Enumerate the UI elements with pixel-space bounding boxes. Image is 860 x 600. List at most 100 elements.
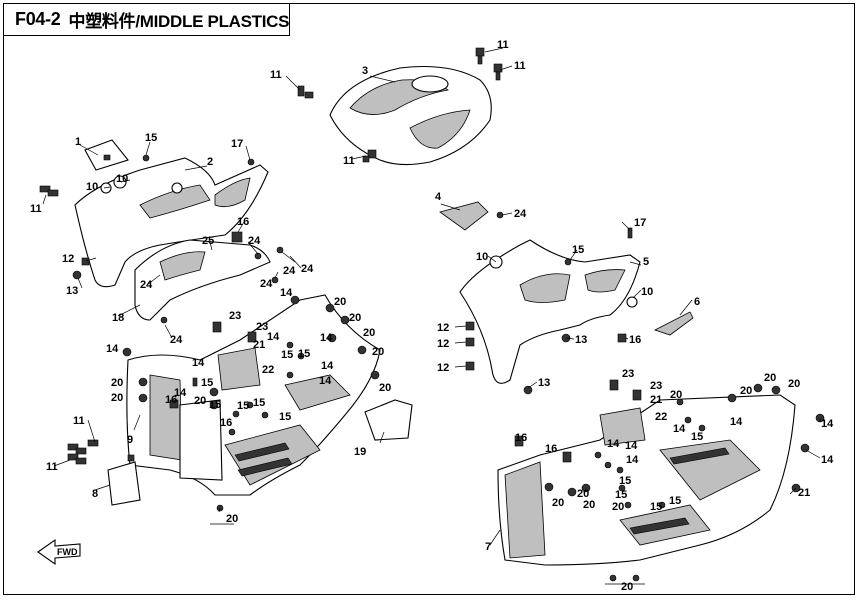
callout-11-left-b: 11 [73, 415, 85, 427]
callout-23-c: 23 [622, 368, 634, 380]
callout-15-n: 15 [669, 495, 681, 507]
callout-20-k: 20 [740, 385, 752, 397]
callout-20-j: 20 [670, 389, 682, 401]
callout-14-l: 14 [821, 454, 834, 466]
callout-20-f: 20 [111, 377, 123, 389]
part-7-right-footwell [497, 394, 796, 566]
callout-15-e: 15 [201, 377, 213, 389]
callout-20-h: 20 [194, 395, 206, 407]
callout-24-g: 24 [514, 208, 527, 220]
callout-14-i: 14 [730, 416, 743, 428]
callout-15-m: 15 [650, 501, 662, 513]
callout-3: 3 [362, 65, 368, 77]
callout-12-b: 12 [437, 322, 449, 334]
callout-14-o: 14 [626, 454, 639, 466]
callout-11-top-d: 11 [343, 155, 355, 167]
callout-24-b: 24 [301, 263, 314, 275]
callout-10-c: 10 [476, 251, 488, 263]
callout-8: 8 [92, 488, 98, 500]
callout-12-d: 12 [437, 362, 449, 374]
callout-20-d: 20 [372, 346, 384, 358]
part-2-left-side-panel [74, 157, 269, 288]
callout-11-top-b: 11 [514, 60, 526, 72]
callout-22-b: 22 [655, 411, 667, 423]
callout-12-c: 12 [437, 338, 449, 350]
callout-15-l: 15 [615, 489, 627, 501]
leader-lines [42, 47, 821, 585]
callout-24-e: 24 [140, 279, 153, 291]
part-22-footrest-right [599, 407, 646, 446]
part-9-left-footwell [126, 294, 381, 496]
callout-9: 9 [127, 434, 133, 446]
callout-6: 6 [694, 296, 700, 308]
callout-10-a: 10 [86, 181, 98, 193]
figure-code: F04-2 [15, 8, 61, 29]
callout-labels: 3 11 11 11 11 1 15 17 2 10 10 11 16 25 2… [30, 39, 834, 593]
callout-13-b: 13 [575, 334, 587, 346]
callout-18: 18 [112, 312, 124, 324]
callout-14-a: 14 [280, 287, 293, 299]
part-1-bracket [84, 139, 129, 171]
callout-22-a: 22 [262, 364, 274, 376]
callout-16-d: 16 [220, 417, 232, 429]
fwd-label: FWD [57, 547, 78, 557]
callout-15-j: 15 [691, 431, 703, 443]
callout-5: 5 [643, 256, 649, 268]
callout-16-a: 16 [237, 216, 249, 228]
callout-20-b: 20 [349, 312, 361, 324]
callout-23-d: 23 [650, 380, 662, 392]
callout-16-b: 16 [629, 334, 641, 346]
callout-21-a: 21 [253, 339, 265, 351]
callout-15-c: 15 [281, 349, 293, 361]
callout-23-b: 23 [256, 321, 268, 333]
callout-15-b: 15 [572, 244, 584, 256]
callout-11-left-c: 11 [46, 461, 58, 473]
callout-15-d: 15 [298, 348, 310, 360]
callout-20-e: 20 [379, 382, 391, 394]
drawing-frame [3, 3, 855, 595]
callout-15-f: 15 [209, 399, 221, 411]
callout-20-m: 20 [788, 378, 800, 390]
callout-14-j: 14 [673, 423, 686, 435]
callout-14-k: 14 [821, 418, 834, 430]
title-block: F04-2 中塑料件/MIDDLE PLASTICS [3, 3, 290, 36]
callout-10-d: 10 [641, 286, 653, 298]
callout-14-g: 14 [192, 357, 205, 369]
callout-13-c: 13 [538, 377, 550, 389]
callout-20-c: 20 [363, 327, 375, 339]
callout-21-b: 21 [650, 394, 662, 406]
callout-4: 4 [435, 191, 442, 203]
callout-15-a: 15 [145, 132, 157, 144]
callout-24-a: 24 [248, 235, 261, 247]
callout-20-g: 20 [111, 392, 123, 404]
callout-12-a: 12 [62, 253, 74, 265]
callout-24-d: 24 [260, 278, 273, 290]
callout-20-a: 20 [334, 296, 346, 308]
callout-20-o: 20 [577, 488, 589, 500]
callout-11-left-a: 11 [30, 203, 42, 215]
callout-11-top-a: 11 [497, 39, 509, 51]
callout-20-p: 20 [583, 499, 595, 511]
callout-14-h: 14 [174, 387, 187, 399]
callout-24-c: 24 [283, 265, 296, 277]
callout-17-b: 17 [634, 217, 646, 229]
callout-14-b: 14 [267, 331, 280, 343]
callout-20-q: 20 [612, 501, 624, 513]
part-19-pad [364, 399, 413, 441]
callout-20-i: 20 [226, 513, 238, 525]
callout-14-c: 14 [320, 332, 333, 344]
callout-24-f: 24 [170, 334, 183, 346]
page-title: 中塑料件/MIDDLE PLASTICS [68, 11, 290, 31]
callout-7: 7 [485, 541, 491, 553]
callout-20-n: 20 [552, 497, 564, 509]
callout-13-a: 13 [66, 285, 78, 297]
part-18-inner-guard [134, 239, 271, 321]
callout-16-c: 16 [165, 394, 177, 406]
callout-15-g: 15 [237, 400, 249, 412]
callout-16-e: 16 [515, 432, 527, 444]
callout-16-f: 16 [545, 443, 557, 455]
callout-21-c: 21 [798, 487, 810, 499]
callout-14-n: 14 [625, 440, 638, 452]
callout-14-d: 14 [321, 360, 334, 372]
